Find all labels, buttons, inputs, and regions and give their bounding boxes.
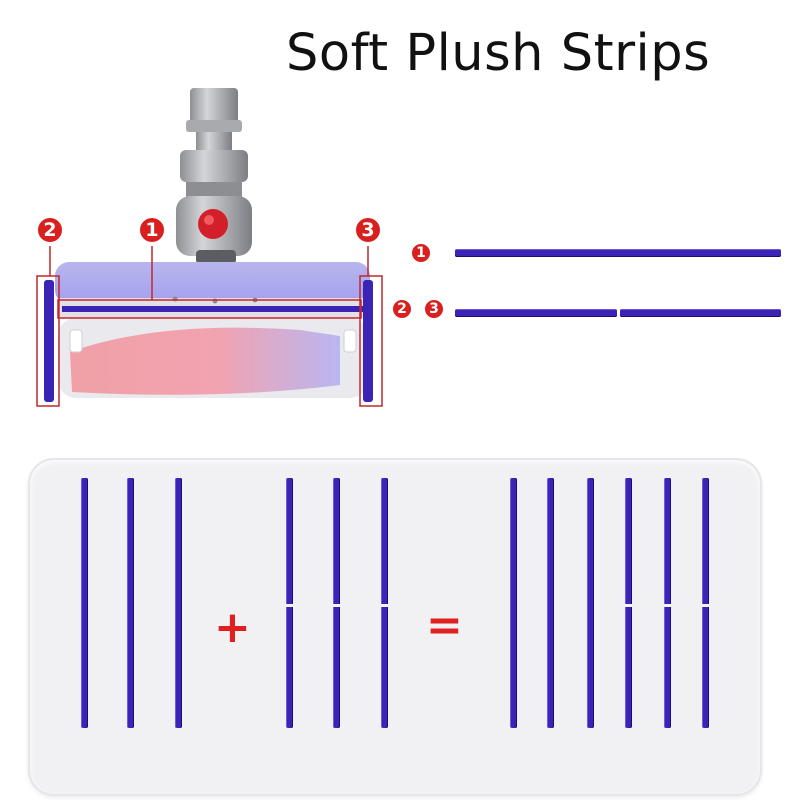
split-strip-vertical xyxy=(625,478,632,728)
strip-split-gap xyxy=(286,604,293,607)
roller-top xyxy=(55,262,370,304)
strip-label-3: 3 xyxy=(423,298,445,320)
callout-badge-3: 3 xyxy=(354,216,382,244)
callout-box-middle xyxy=(57,299,362,319)
strip-label-1: 1 xyxy=(410,242,432,264)
equation-panel xyxy=(28,458,762,796)
strip-split-gap xyxy=(664,604,671,607)
roller-bottom xyxy=(70,327,340,395)
long-strip-vertical xyxy=(547,478,554,728)
strip-split-gap xyxy=(381,604,388,607)
long-strip-vertical xyxy=(587,478,594,728)
callout-badge-1: 1 xyxy=(138,216,166,244)
long-strip-vertical xyxy=(127,478,134,728)
left-side-strip xyxy=(44,280,54,402)
short-strip-a xyxy=(455,309,617,317)
equals-sign: = xyxy=(426,600,463,651)
split-strip-vertical xyxy=(333,478,340,728)
callout-box-right xyxy=(359,275,383,407)
vacuum-head-illustration xyxy=(36,88,383,407)
strip-split-gap xyxy=(333,604,340,607)
wand-tip xyxy=(190,88,238,124)
long-strip-vertical xyxy=(81,478,88,728)
long-strip xyxy=(455,249,781,257)
short-strip-b xyxy=(620,309,781,317)
split-strip-vertical xyxy=(664,478,671,728)
long-strip-vertical xyxy=(510,478,517,728)
split-strip-vertical xyxy=(702,478,709,728)
split-strip-vertical xyxy=(381,478,388,728)
release-button xyxy=(198,209,228,239)
page-title: Soft Plush Strips xyxy=(286,24,711,83)
front-plush-strip xyxy=(62,306,364,312)
long-strip-vertical xyxy=(175,478,182,728)
right-side-strip xyxy=(363,280,373,402)
plus-sign: + xyxy=(214,602,251,653)
strip-label-2: 2 xyxy=(391,298,413,320)
strip-split-gap xyxy=(702,604,709,607)
strip-split-gap xyxy=(625,604,632,607)
split-strip-vertical xyxy=(286,478,293,728)
callout-badge-2: 2 xyxy=(36,216,64,244)
callout-box-left xyxy=(36,275,60,407)
